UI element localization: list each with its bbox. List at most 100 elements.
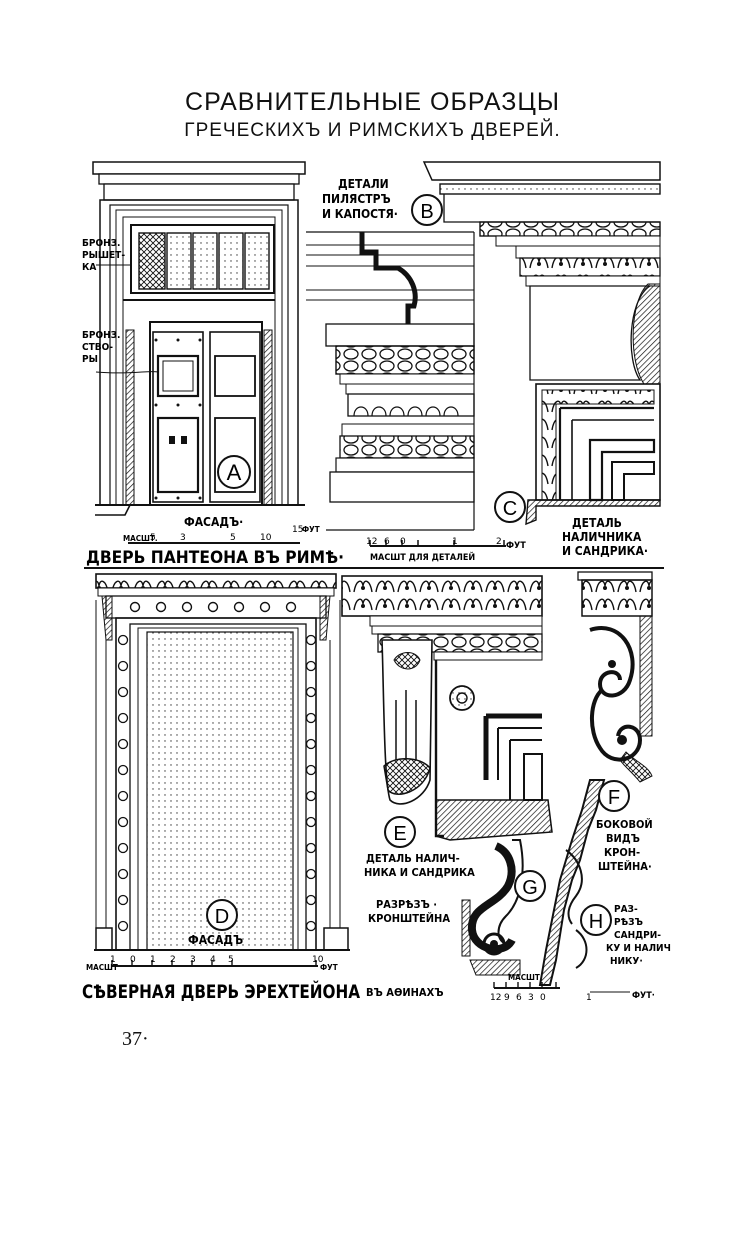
panel-c-label-line-3: И САНДРИКА· [562, 544, 648, 558]
panel-g-marker [514, 870, 546, 902]
panel-h-scale-tick-5: 0 [540, 993, 546, 1003]
panel-a-scale-label: МАСШТ. [123, 534, 158, 543]
panel-b-drawing [306, 231, 506, 547]
rosette [117, 686, 129, 698]
panel-a-side-label-2-line-2: СТВО- [82, 342, 113, 353]
panel-d-scale-tick-3: 1 [150, 955, 156, 965]
panel-a-side-label-2-line-3: РЫ [82, 354, 98, 365]
panel-c-marker [494, 491, 526, 523]
panel-a-scale-tick-3: 5 [230, 533, 236, 543]
panel-b-label-line-3: И КАПОСТЯ· [322, 207, 398, 221]
panel-b-scale-tick-2: 6 [384, 537, 390, 547]
panel-h-scale-tick-6: 1 [586, 993, 592, 1003]
rosette [305, 920, 317, 932]
rosette [305, 790, 317, 802]
panel-f-drawing [577, 571, 653, 783]
page-number: 37· [122, 1028, 149, 1050]
panel-c-label-line-2: НАЛИЧНИКА [562, 530, 642, 544]
panel-d-scale-tick-2: 0 [130, 955, 136, 965]
rosette [305, 738, 317, 750]
panel-g-label-line-1: РАЗРѢЗЪ · [376, 898, 437, 911]
rosette [117, 790, 129, 802]
panel-b-marker [411, 194, 443, 226]
rosette [305, 868, 317, 880]
panel-c-label-line-1: ДЕТАЛЬ [572, 516, 622, 530]
panel-d-drawing [94, 573, 350, 967]
panel-d-marker [206, 899, 238, 931]
panel-d-facade-label: ФАСАДЪ [188, 933, 243, 947]
rosette [305, 660, 317, 672]
rosette [117, 868, 129, 880]
panel-f-label-line-4: ШТЕЙНА· [598, 860, 652, 873]
rosette [305, 816, 317, 828]
panel-d-scale-tick-4: 2 [170, 955, 176, 965]
panel-b-label-line-2: ПИЛЯСТРЪ [322, 192, 391, 206]
rosette [305, 842, 317, 854]
panel-a-letter: A [227, 460, 242, 485]
panel-b-scale-caption: МАСШТ ДЛЯ ДЕТАЛЕЙ [370, 551, 475, 563]
panel-h-scale-unit: ФУТ· [632, 991, 655, 1001]
panel-a-marker [217, 455, 251, 489]
panel-d-scale-tick-7: 5 [228, 955, 234, 965]
panel-h-label-line-1: РАЗ- [614, 904, 638, 915]
panel-d-scale-tick-5: 3 [190, 955, 196, 965]
panel-e-label-line-2: НИКА И САНДРИКА [364, 866, 475, 879]
panel-h-marker [580, 904, 612, 936]
panel-b-scale-unit: ФУТ [506, 541, 526, 551]
panel-d-scale-unit: ФУТ [320, 963, 338, 972]
panel-d-caption-location: ВЪ АѲИНАХЪ [366, 986, 444, 999]
rosette [117, 634, 129, 646]
panel-h-scale-tick-1: 12 [490, 993, 501, 1003]
rosette [117, 660, 129, 672]
panel-c-drawing [422, 161, 661, 526]
panel-g-letter: G [522, 877, 538, 899]
panel-a-facade-label: ФАСАДЪ· [184, 515, 243, 529]
panel-h-scale-tick-3: 6 [516, 993, 522, 1003]
panel-b-scale-tick-3: 0 [400, 537, 406, 547]
rosette [305, 712, 317, 724]
panel-b-scale-tick-4: 1 [452, 537, 458, 547]
rosette [305, 686, 317, 698]
rosette [117, 920, 129, 932]
panel-a-scale-tick-4: 10 [260, 533, 272, 543]
rosette [305, 634, 317, 646]
panel-f-label-line-2: ВИДЪ [606, 832, 640, 845]
panel-a-scale-unit: ФУТ [302, 525, 320, 534]
rosette [117, 842, 129, 854]
panel-a-drawing [92, 161, 306, 516]
panel-f-letter: F [608, 787, 620, 809]
panel-d-letter: D [215, 906, 229, 928]
rosette [117, 712, 129, 724]
panel-a-side-label-1-line-2: РЫШЕТ- [82, 250, 125, 261]
rosette [117, 764, 129, 776]
panel-e-marker [384, 816, 416, 848]
panel-d-scale-tick-6: 4 [210, 955, 216, 965]
panel-h-label-line-2: РѢЗЪ [614, 917, 644, 928]
panel-h-drawing [493, 779, 630, 993]
panel-h-label-line-5: НИКУ· [610, 956, 643, 967]
panel-b-label-line-1: ДЕТАЛИ [338, 177, 389, 191]
panel-h-scale-tick-4: 3 [528, 993, 534, 1003]
panel-a-scale-tick-2: 3 [180, 533, 186, 543]
panel-h-scale-tick-2: 9 [504, 993, 510, 1003]
panel-h-label-line-4: КУ И НАЛИЧ [606, 943, 671, 954]
panel-d-scale-tick-1: 1 [110, 955, 116, 965]
panel-f-marker [598, 780, 630, 812]
panel-c-letter: C [503, 498, 517, 520]
panel-g-label-line-2: КРОНШТЕЙНА [368, 912, 450, 925]
panel-e-label-line-1: ДЕТАЛЬ НАЛИЧ- [366, 852, 460, 865]
panel-b-letter: B [420, 201, 433, 223]
panel-b-scale-tick-5: 2 [496, 537, 502, 547]
rosette [305, 764, 317, 776]
rosette [117, 816, 129, 828]
panel-h-label-line-3: САНДРИ- [614, 930, 661, 941]
page-subtitle: ГРЕЧЕСКИХЪ И РИМСКИХЪ ДВЕРЕЙ. [184, 120, 561, 141]
panel-d-caption: СѢВЕРНАЯ ДВЕРЬ ЭРЕХТЕЙОНА [82, 980, 361, 1003]
panel-a-side-label-1-line-3: КА [82, 262, 96, 273]
page-title: СРАВНИТЕЛЬНЫЕ ОБРАЗЦЫ [185, 88, 560, 116]
rosette [117, 738, 129, 750]
panel-f-label-line-1: БОКОВОЙ [596, 818, 653, 831]
panel-e-letter: E [393, 823, 406, 845]
panel-h-scale-label: МАСШТ [508, 973, 540, 982]
panel-h-letter: H [589, 911, 603, 933]
